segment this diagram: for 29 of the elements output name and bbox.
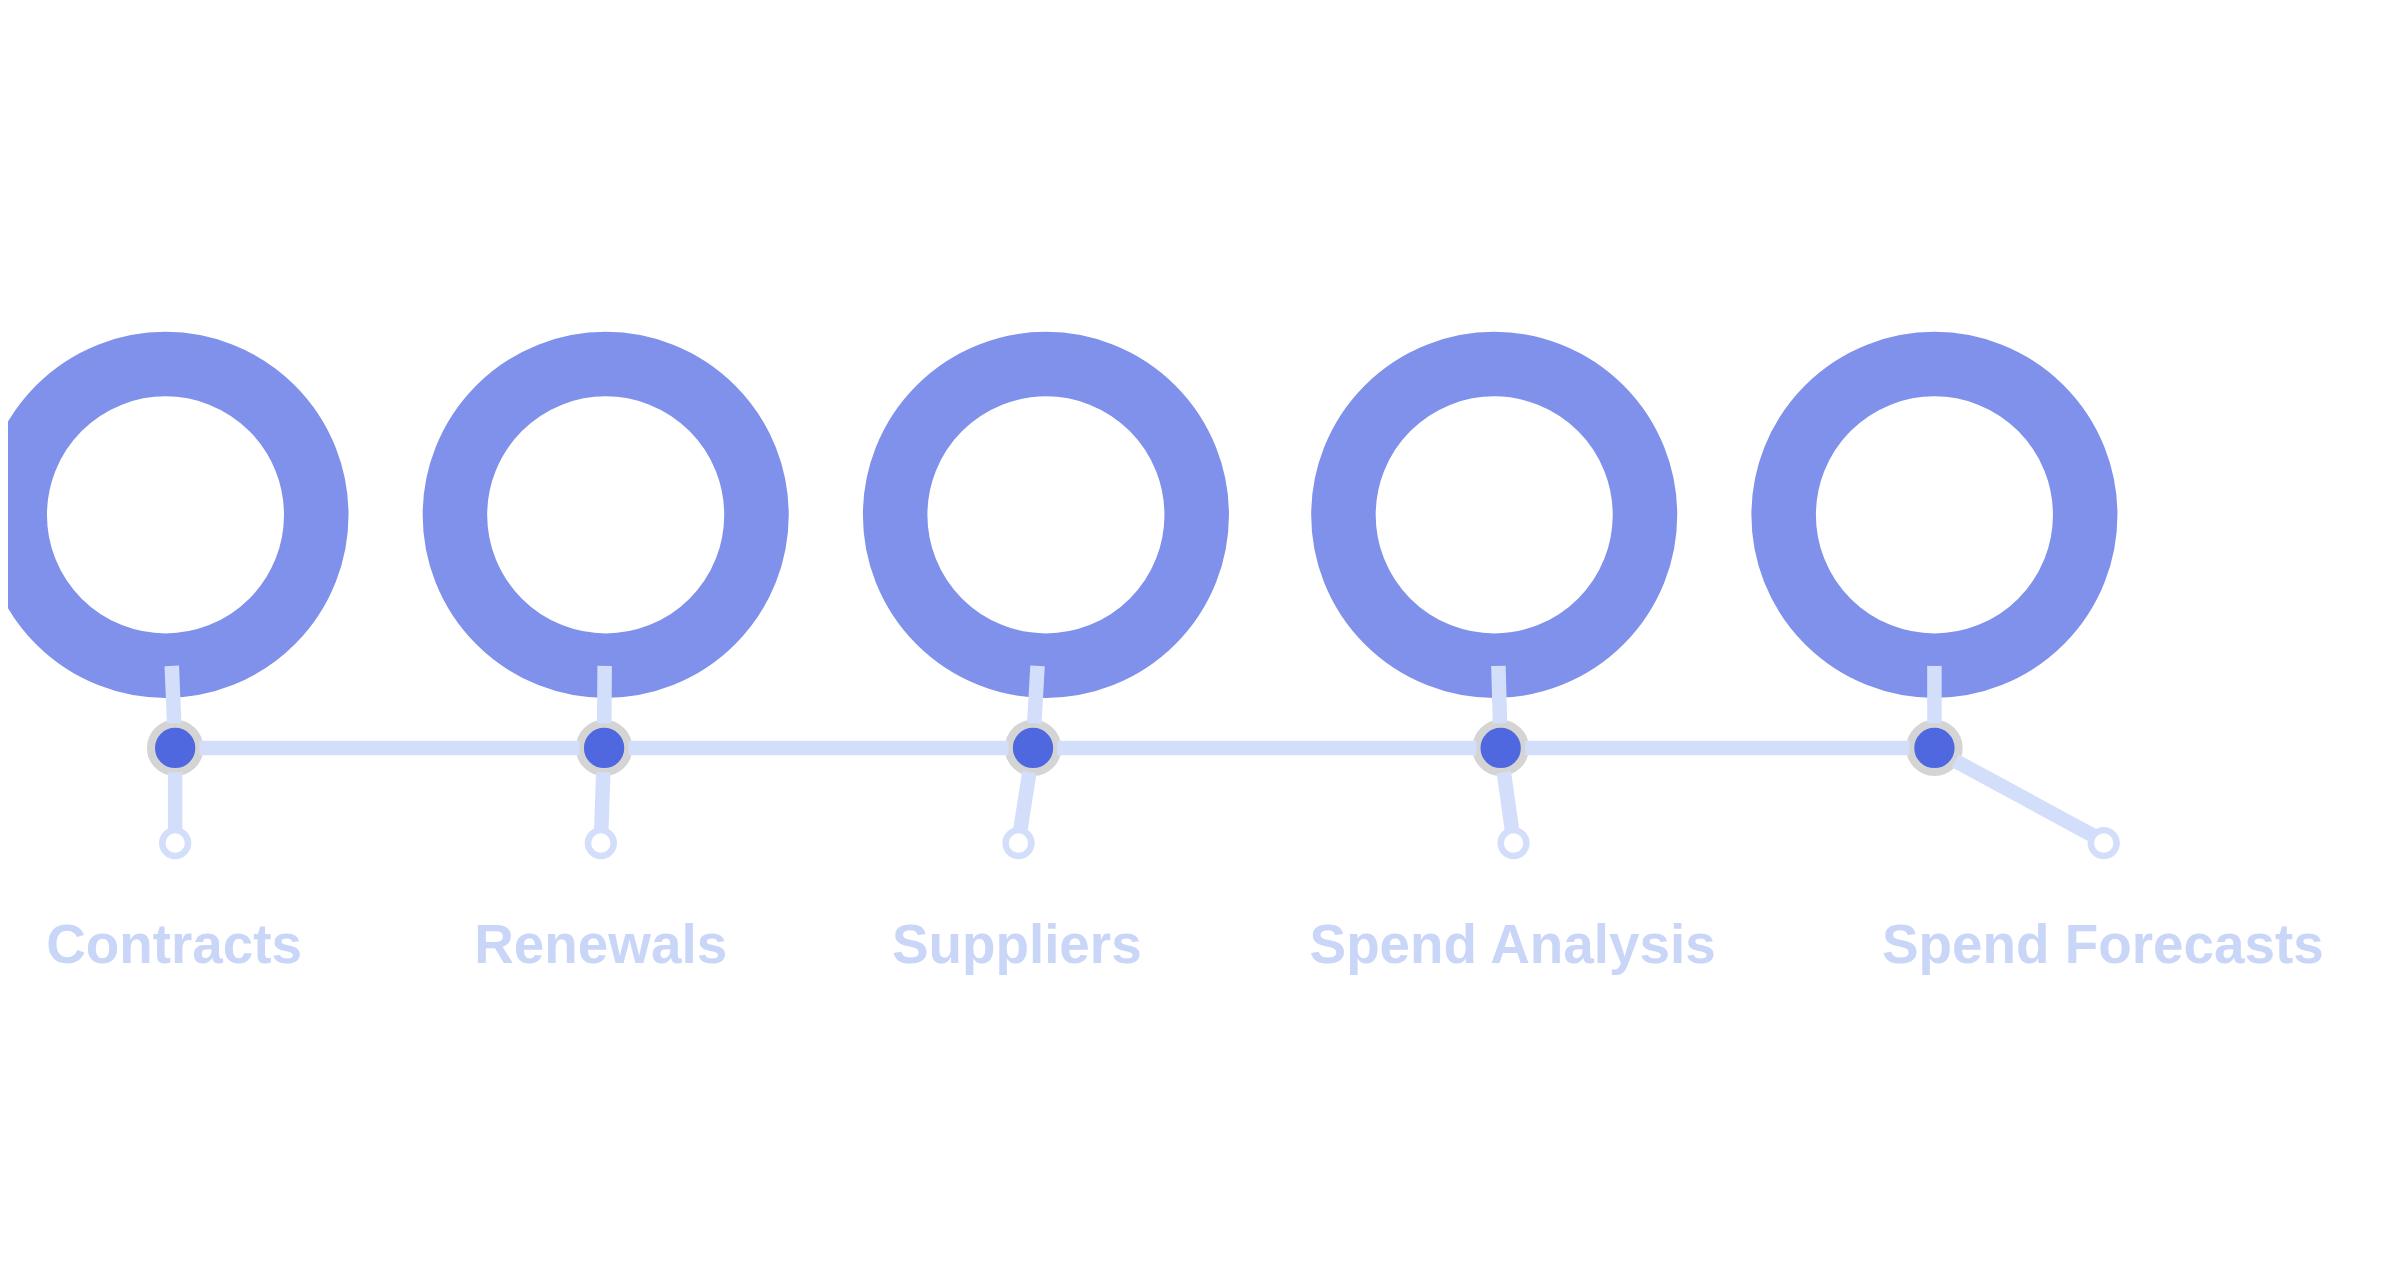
connector xyxy=(164,665,182,724)
node-circle xyxy=(862,331,1229,698)
node-circle xyxy=(1004,719,1062,776)
connector xyxy=(167,771,183,830)
connector xyxy=(1027,665,1045,724)
connector xyxy=(1491,665,1508,723)
node-circle xyxy=(1751,331,2118,698)
connector xyxy=(1057,740,1477,755)
connector xyxy=(1525,740,1910,755)
connector xyxy=(1496,770,1520,831)
node-circle xyxy=(575,719,633,776)
connector xyxy=(199,740,580,755)
node-circle xyxy=(2087,826,2120,859)
node-circle xyxy=(159,826,192,859)
node-circle xyxy=(1311,331,1678,698)
node-circle xyxy=(1002,826,1035,859)
node-circle xyxy=(422,331,789,698)
node-circle xyxy=(1497,826,1530,859)
node-circle xyxy=(584,826,617,859)
connector xyxy=(628,740,1009,755)
connector xyxy=(594,771,611,830)
node-circle xyxy=(1472,719,1529,776)
connector xyxy=(1013,770,1037,831)
node-circle xyxy=(8,331,349,698)
connector xyxy=(1927,665,1942,723)
node-circle xyxy=(1906,719,1963,776)
node-circle xyxy=(146,719,204,776)
connector xyxy=(1951,753,2097,842)
connector xyxy=(597,665,612,723)
